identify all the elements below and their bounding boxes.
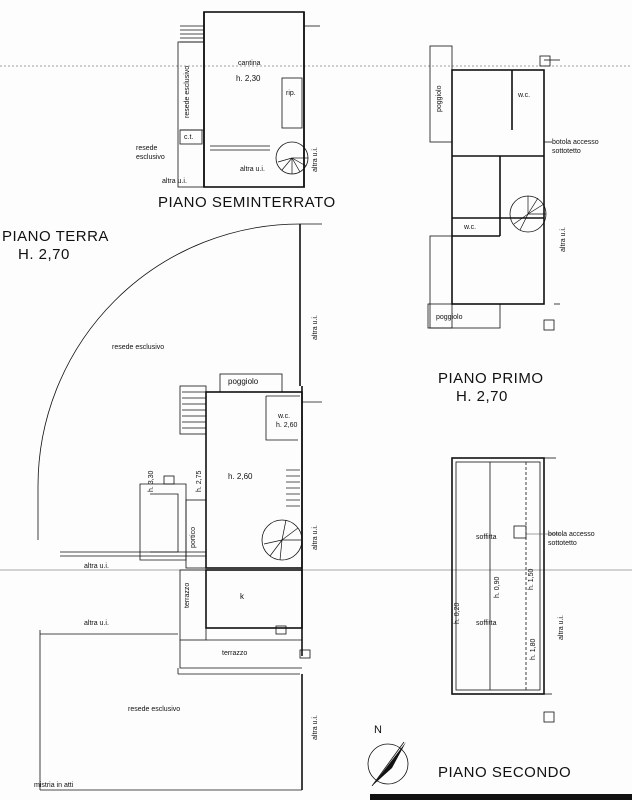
resede-bottom-label: resede esclusivo [128, 706, 181, 713]
seminterrato-title: PIANO SEMINTERRATO [158, 194, 336, 211]
primo-plan [427, 45, 560, 331]
altra-ui-primo: altra u.i. [560, 227, 567, 252]
h020-label: h. 0,20 [454, 602, 461, 624]
wc-primo-top: w.c. [518, 92, 531, 99]
altra-ui-bottom-label: altra u.i. [162, 178, 187, 185]
room-terra-height: h. 2,60 [228, 472, 253, 481]
rip-label: rip. [286, 90, 296, 97]
portico-label: portico [190, 526, 197, 548]
cantina-height: h. 2,30 [236, 74, 261, 83]
mistria-label: mistria in atti [34, 782, 74, 789]
botola-secondo-label: botola accesso sottotetto [548, 531, 595, 547]
h275-label: h. 2,75 [196, 470, 203, 492]
terra-title: PIANO TERRA [2, 228, 109, 245]
resede-left-label: resede esclusivo [136, 145, 165, 161]
page-edge-bar [370, 794, 632, 800]
resede-top-label: resede esclusivo [112, 344, 165, 351]
wc-primo-mid: w.c. [464, 224, 477, 231]
terra-plan [37, 223, 322, 791]
secondo-plan [451, 457, 560, 723]
terrazzo-label: terrazzo [222, 650, 248, 657]
resede-vertical-label: resede esclusivo [184, 65, 191, 118]
primo-title: PIANO PRIMO [438, 370, 544, 387]
h330-label: h. 3,30 [148, 470, 155, 492]
cantina-label: cantina [238, 60, 261, 67]
soffitta-2-label: soffitta [476, 620, 497, 627]
poggiolo-primo-top: poggiolo [436, 85, 443, 112]
k-label: k [240, 592, 244, 601]
altra-ui-secondo: altra u.i. [558, 615, 565, 640]
h150-label: h. 1,50 [528, 568, 535, 590]
wc-terra-label: w.c. [278, 413, 291, 420]
altra-ui-terra-right-1: altra u.i. [312, 315, 319, 340]
wc-terra-height: h. 2,60 [276, 422, 298, 429]
seminterrato-plan [177, 11, 320, 188]
primo-height: H. 2,70 [456, 388, 508, 405]
north-arrow [367, 741, 409, 787]
altra-ui-right-label: altra u.i. [312, 147, 319, 172]
altra-ui-inner-label: altra u.i. [240, 166, 265, 173]
altra-ui-terra-right-3: altra u.i. [312, 715, 319, 740]
soffitta-1-label: soffitta [476, 534, 497, 541]
north-label: N [374, 724, 382, 736]
terrazzo-vertical-label: terrazzo [184, 582, 191, 608]
ct-label: c.t. [184, 134, 194, 141]
h090-label: h. 0,90 [494, 576, 501, 598]
altra-ui-terra-right-2: altra u.i. [312, 525, 319, 550]
poggiolo-terra-label: poggiolo [228, 377, 259, 386]
terra-height: H. 2,70 [18, 246, 70, 263]
altra-ui-terra-1: altra u.i. [84, 563, 109, 570]
altra-ui-terra-2: altra u.i. [84, 620, 109, 627]
secondo-title: PIANO SECONDO [438, 764, 572, 781]
h180-label: h. 1,80 [530, 638, 537, 660]
poggiolo-primo-bottom: poggiolo [436, 314, 463, 321]
botola-primo-label: botola accesso sottotetto [552, 139, 599, 155]
